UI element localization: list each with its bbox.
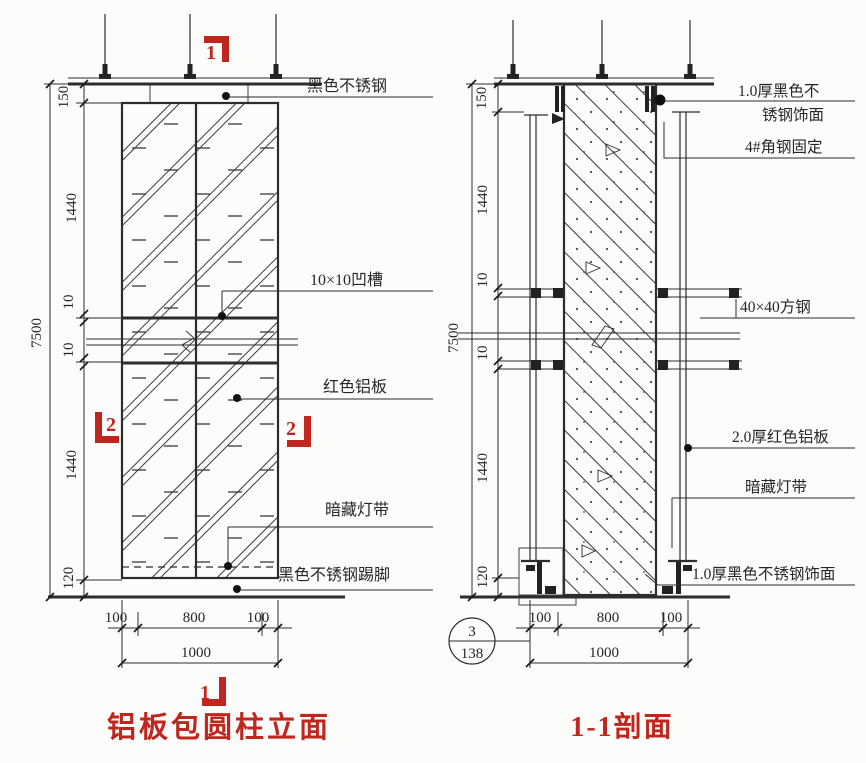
dim-1000: 1000	[181, 645, 211, 661]
section-hanger-rods	[507, 20, 696, 79]
concrete-core	[562, 82, 658, 597]
label-skirting: 黑色不锈钢踢脚	[278, 566, 390, 584]
dim-7500: 7500	[29, 318, 45, 348]
section-break-line	[458, 325, 740, 349]
cut-symbol-right	[287, 416, 311, 447]
ceiling-lines	[68, 77, 322, 103]
sec-dim-100-left: 100	[529, 610, 552, 626]
cut-symbol-top	[204, 36, 229, 62]
label-finish-top-line1: 1.0厚黑色不	[738, 82, 819, 100]
detail-reference-bubble: 3 138	[448, 617, 530, 665]
label-red-aluminum: 红色铝板	[323, 378, 387, 396]
column-panel	[120, 101, 280, 580]
section-cut-markers: 1 1 2 2	[95, 36, 311, 706]
label-red-aluminum-section: 2.0厚红色铝板	[732, 428, 829, 446]
sec-dim-1440-lower: 1440	[475, 453, 491, 483]
section-horizontal-dimensions: 100 800 100 1000	[516, 600, 700, 668]
dim-150: 150	[56, 86, 72, 109]
elevation-title: 铝板包圆柱立面	[107, 710, 331, 744]
cut-number-left: 2	[106, 414, 116, 436]
sec-dim-150: 150	[474, 87, 490, 110]
mid-connectors	[498, 288, 742, 370]
section-drawing: 150 1440 10 10 1440 120 7500 100 800 100	[446, 20, 855, 743]
section-annotations: 1.0厚黑色不 锈钢饰面 4#角钢固定 40×40方钢 2.0厚红色铝板 暗藏灯…	[644, 82, 855, 586]
sec-dim-1000: 1000	[589, 645, 619, 661]
bottom-fixings	[518, 547, 697, 606]
dim-100-right: 100	[247, 610, 270, 626]
detail-number: 3	[468, 624, 476, 640]
cut-number-bottom: 1	[200, 682, 210, 704]
cut-symbol-bottom	[202, 677, 226, 706]
label-light-strip: 暗藏灯带	[325, 501, 389, 519]
cladding-panels	[524, 111, 700, 561]
cut-symbol-left	[95, 412, 119, 443]
label-light-strip-section: 暗藏灯带	[745, 478, 807, 496]
sec-dim-1440-upper: 1440	[475, 185, 491, 215]
elevation-annotations: 黑色不锈钢 10×10凹槽 红色铝板 暗藏灯带 黑色不锈钢踢脚	[218, 77, 433, 593]
sec-dim-10-lower: 10	[475, 346, 491, 361]
sec-dim-120: 120	[475, 566, 491, 589]
dim-10-lower: 10	[61, 343, 77, 358]
label-finish-bottom: 1.0厚黑色不锈钢饰面	[692, 565, 835, 583]
dim-1440-upper: 1440	[64, 193, 80, 223]
sec-dim-100-right: 100	[660, 610, 683, 626]
dim-1440-lower: 1440	[64, 450, 80, 480]
ceiling-finish-dot	[654, 94, 666, 106]
section-title: 1-1剖面	[570, 710, 673, 743]
label-groove: 10×10凹槽	[310, 271, 383, 289]
detail-sheet: 138	[461, 646, 484, 662]
vertical-dimensions: 150 1440 10 10 1440 120 7500	[29, 79, 122, 602]
top-fixings	[552, 86, 666, 124]
dim-120: 120	[61, 567, 77, 590]
label-finish-top-line2: 锈钢饰面	[762, 106, 824, 124]
label-square-steel: 40×40方钢	[740, 298, 811, 316]
elevation-drawing: 150 1440 10 10 1440 120 7500 100 800 100	[29, 14, 433, 744]
label-angle-steel: 4#角钢固定	[745, 138, 823, 156]
label-ceiling-finish: 黑色不锈钢	[307, 77, 387, 95]
ceiling-hanger-rods	[99, 14, 282, 79]
dim-800: 800	[183, 610, 206, 626]
cut-number-top: 1	[206, 42, 216, 64]
sec-dim-7500: 7500	[446, 323, 462, 353]
section-vertical-dimensions: 150 1440 10 10 1440 120 7500	[446, 79, 524, 602]
cut-number-right: 2	[286, 418, 296, 440]
sec-dim-10-upper: 10	[475, 273, 491, 288]
dim-10-upper: 10	[61, 295, 77, 310]
sec-dim-800: 800	[597, 610, 620, 626]
dim-100-left: 100	[105, 610, 128, 626]
break-line	[86, 330, 298, 353]
horizontal-dimensions: 100 800 100 1000	[105, 600, 292, 668]
